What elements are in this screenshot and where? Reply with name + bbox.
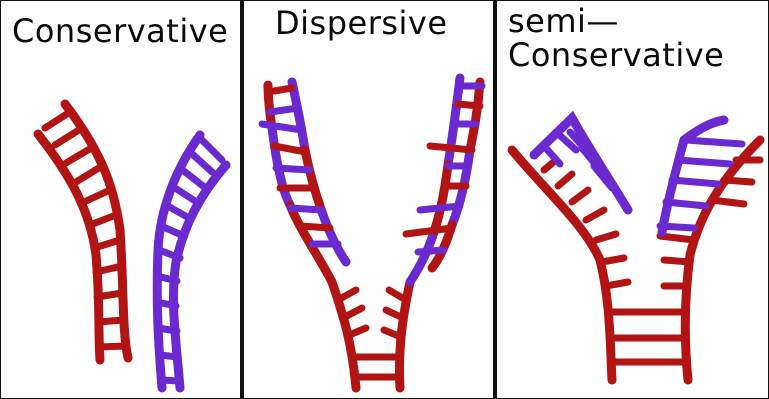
base-pair (712, 200, 744, 204)
base-pair (161, 380, 179, 381)
semi-conservative-parental-strands (512, 140, 760, 380)
base-pair (66, 147, 93, 163)
base-pair (270, 108, 298, 112)
strand (173, 165, 226, 388)
base-pair (596, 234, 616, 240)
strand (410, 238, 432, 282)
base-pair (84, 190, 110, 202)
base-pair (190, 152, 212, 172)
base-pair (724, 180, 752, 182)
conservative-new-duplex (157, 135, 226, 388)
base-pair (389, 290, 406, 300)
base-pair (97, 293, 122, 297)
conservative-parental-duplex (38, 104, 128, 360)
base-pair (158, 328, 177, 331)
base-pair (572, 190, 588, 202)
dispersive-fork (262, 78, 482, 388)
conservative-fork (38, 104, 226, 388)
base-pair (99, 346, 126, 347)
base-pair (338, 290, 356, 300)
base-pair (678, 160, 730, 164)
strand (292, 82, 305, 150)
base-pair (300, 226, 330, 228)
base-pair (45, 112, 70, 128)
base-pair (166, 205, 189, 218)
base-pair (430, 146, 472, 150)
base-pair (98, 320, 124, 322)
base-pair (606, 282, 628, 286)
strand (322, 212, 346, 262)
base-pair (268, 88, 292, 92)
base-pair (660, 226, 694, 228)
base-pair (666, 202, 706, 206)
base-pair (157, 276, 177, 281)
base-pair (90, 215, 116, 225)
base-pair (76, 166, 102, 182)
dispersive-left-arm (262, 82, 346, 282)
base-pair (672, 180, 718, 184)
semi-conservative-fork (512, 118, 760, 380)
base-pair (276, 168, 310, 170)
dispersive-parental-stem (332, 282, 410, 388)
base-pair (418, 250, 444, 252)
base-pair (686, 140, 742, 144)
strand (305, 150, 322, 212)
base-pair (172, 186, 195, 201)
base-pair (180, 168, 203, 186)
base-pair (55, 128, 82, 145)
base-pair (586, 210, 604, 220)
base-pair (458, 104, 480, 106)
base-pair (660, 236, 694, 240)
base-pair (161, 226, 184, 236)
base-pair (290, 208, 322, 210)
strand (470, 82, 480, 150)
base-pair (602, 258, 624, 262)
base-pair (664, 260, 690, 262)
base-pair (420, 206, 460, 210)
strand (662, 120, 724, 232)
base-pair (200, 138, 222, 160)
base-pair (558, 174, 572, 186)
base-pair (157, 302, 176, 306)
dispersive-right-arm (406, 78, 482, 282)
strand (685, 140, 760, 380)
base-pair (343, 308, 362, 318)
base-pair (160, 355, 178, 357)
